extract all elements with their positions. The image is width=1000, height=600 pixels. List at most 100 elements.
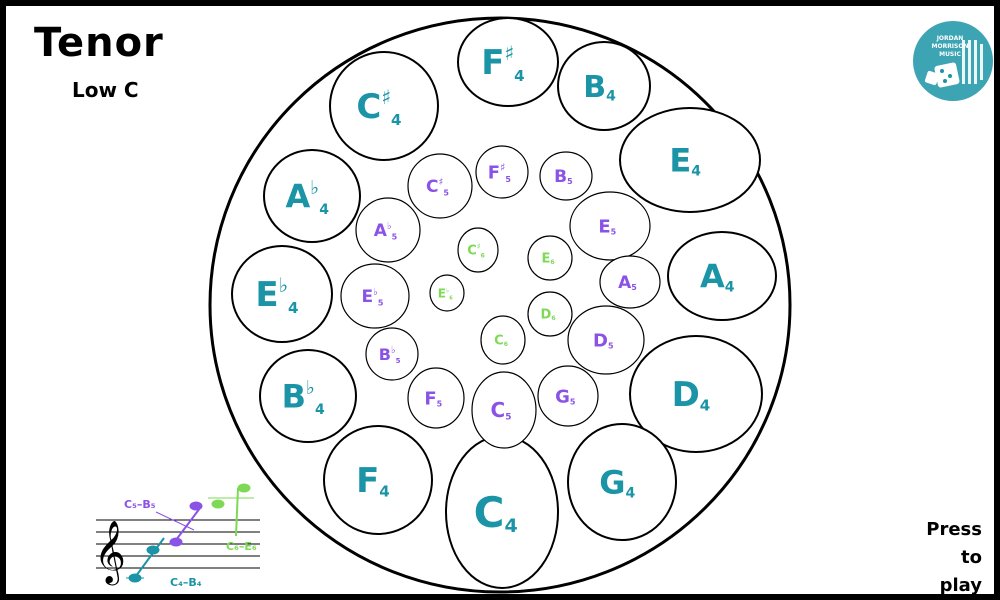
- press-word: Press: [926, 519, 982, 540]
- note-pad-a-5[interactable]: A5: [599, 255, 661, 309]
- note-octave: 4: [288, 299, 298, 317]
- note-octave: 6: [551, 315, 555, 322]
- note-label: F♯4: [481, 41, 524, 85]
- note-pad-outline: [537, 365, 599, 427]
- note-letter: B: [282, 378, 306, 416]
- note-accidental: ♯: [438, 177, 443, 188]
- note-octave: 4: [700, 396, 710, 414]
- note-accidental: ♭: [391, 345, 396, 356]
- note-label: E6: [542, 252, 555, 267]
- note-label: D4: [672, 375, 711, 415]
- note-pad-b-4[interactable]: B4: [557, 41, 651, 131]
- note-label: B♭4: [282, 377, 325, 418]
- note-pad-c-6[interactable]: C6: [480, 315, 526, 365]
- note-pad-outline: [619, 107, 761, 213]
- note-label: A5: [618, 273, 637, 293]
- note-pad-c-sharp-5[interactable]: C♯5: [407, 153, 473, 219]
- note-label: C♯6: [467, 242, 485, 259]
- note-pad-e-4[interactable]: E4: [619, 107, 761, 213]
- note-label: A♭4: [285, 177, 329, 218]
- note-letter: C: [491, 398, 506, 422]
- note-pad-outline: [323, 425, 433, 535]
- note-pad-a-flat-5[interactable]: A♭5: [355, 197, 421, 263]
- note-pad-outline: [340, 263, 410, 329]
- note-label: C5: [491, 398, 512, 422]
- note-letter: E: [542, 252, 551, 267]
- note-octave: 4: [691, 163, 701, 179]
- note-pad-f-sharp-4[interactable]: F♯4: [457, 17, 559, 107]
- note-pad-d-6[interactable]: D6: [527, 291, 573, 337]
- note-label: E♭6: [438, 286, 454, 301]
- note-pad-f-4[interactable]: F4: [323, 425, 433, 535]
- note-letter: F: [481, 43, 504, 83]
- note-letter: B: [379, 345, 391, 364]
- note-pad-outline: [480, 315, 526, 365]
- logo-dice: [924, 62, 960, 88]
- note-pad-e-6[interactable]: E6: [527, 235, 573, 281]
- note-letter: C: [474, 488, 505, 537]
- note-pad-b-5[interactable]: B5: [539, 151, 593, 201]
- note-accidental: ♭: [310, 177, 319, 199]
- note-octave: 4: [315, 402, 325, 418]
- note-pad-d-4[interactable]: D4: [629, 335, 763, 453]
- legend-label-octave6: C₆–E₆: [226, 540, 257, 553]
- note-pad-outline: [527, 291, 573, 337]
- note-pad-e-flat-4[interactable]: E♭4: [231, 245, 333, 343]
- note-accidental: ♯: [504, 41, 514, 65]
- octave4-notes: [126, 537, 165, 583]
- note-octave: 4: [504, 515, 517, 537]
- note-letter: C: [356, 87, 381, 127]
- note-pad-c-4[interactable]: C4: [445, 435, 559, 589]
- note-pad-e-flat-5[interactable]: E♭5: [340, 263, 410, 329]
- press-to-play-button[interactable]: Press to play: [926, 516, 982, 600]
- note-label: F♯5: [488, 161, 512, 184]
- note-octave: 4: [319, 202, 329, 218]
- legend-label-octave5: C₅–B₅: [124, 498, 156, 511]
- note-letter: G: [599, 464, 625, 502]
- note-label: C♯5: [426, 177, 449, 198]
- note-label: E♭4: [255, 273, 298, 317]
- note-pad-f-5[interactable]: F5: [407, 367, 465, 429]
- note-pad-f-sharp-5[interactable]: F♯5: [475, 145, 529, 199]
- note-pad-a-4[interactable]: A4: [667, 231, 777, 321]
- note-pad-g-4[interactable]: G4: [567, 423, 677, 541]
- note-pad-b-flat-5[interactable]: B♭5: [365, 327, 419, 381]
- note-letter: B: [583, 70, 606, 105]
- note-letter: C: [426, 177, 438, 197]
- note-letter: D: [593, 330, 608, 351]
- note-octave: 6: [550, 259, 554, 266]
- note-pad-d-5[interactable]: D5: [567, 305, 645, 375]
- note-octave: 4: [625, 485, 635, 501]
- note-octave: 4: [379, 482, 389, 500]
- note-letter: E: [361, 287, 373, 307]
- note-pad-e-5[interactable]: E5: [569, 191, 651, 261]
- note-pad-outline: [599, 255, 661, 309]
- note-pad-c-sharp-4[interactable]: C♯4: [329, 51, 439, 161]
- note-octave: 4: [725, 279, 735, 295]
- note-label: A4: [700, 258, 735, 296]
- note-pad-outline: [475, 145, 529, 199]
- note-letter: A: [374, 221, 388, 241]
- note-label: E4: [669, 142, 701, 180]
- note-pad-g-5[interactable]: G5: [537, 365, 599, 427]
- page-subtitle: Low C: [72, 78, 139, 102]
- note-label: B4: [583, 70, 616, 105]
- note-octave: 4: [514, 67, 524, 85]
- note-pad-a-flat-4[interactable]: A♭4: [263, 149, 361, 243]
- note-pad-c-5[interactable]: C5: [471, 371, 537, 449]
- note-letter: B: [554, 167, 567, 187]
- note-pad-e-flat-6[interactable]: E♭6: [429, 274, 465, 312]
- note-octave: 5: [505, 175, 511, 184]
- note-pad-c-sharp-6[interactable]: C♯6: [457, 227, 499, 273]
- logo-line-2: MORRISON: [932, 43, 969, 50]
- note-label: G5: [555, 386, 576, 407]
- note-octave: 5: [443, 189, 449, 198]
- note-pad-outline: [231, 245, 333, 343]
- note-octave: 6: [504, 341, 508, 348]
- note-pad-b-flat-4[interactable]: B♭4: [259, 349, 357, 443]
- note-label: C6: [494, 334, 508, 349]
- note-pad-outline: [407, 367, 465, 429]
- note-octave: 5: [631, 283, 637, 292]
- note-accidental: ♭: [446, 286, 449, 294]
- play-word: play: [939, 575, 982, 596]
